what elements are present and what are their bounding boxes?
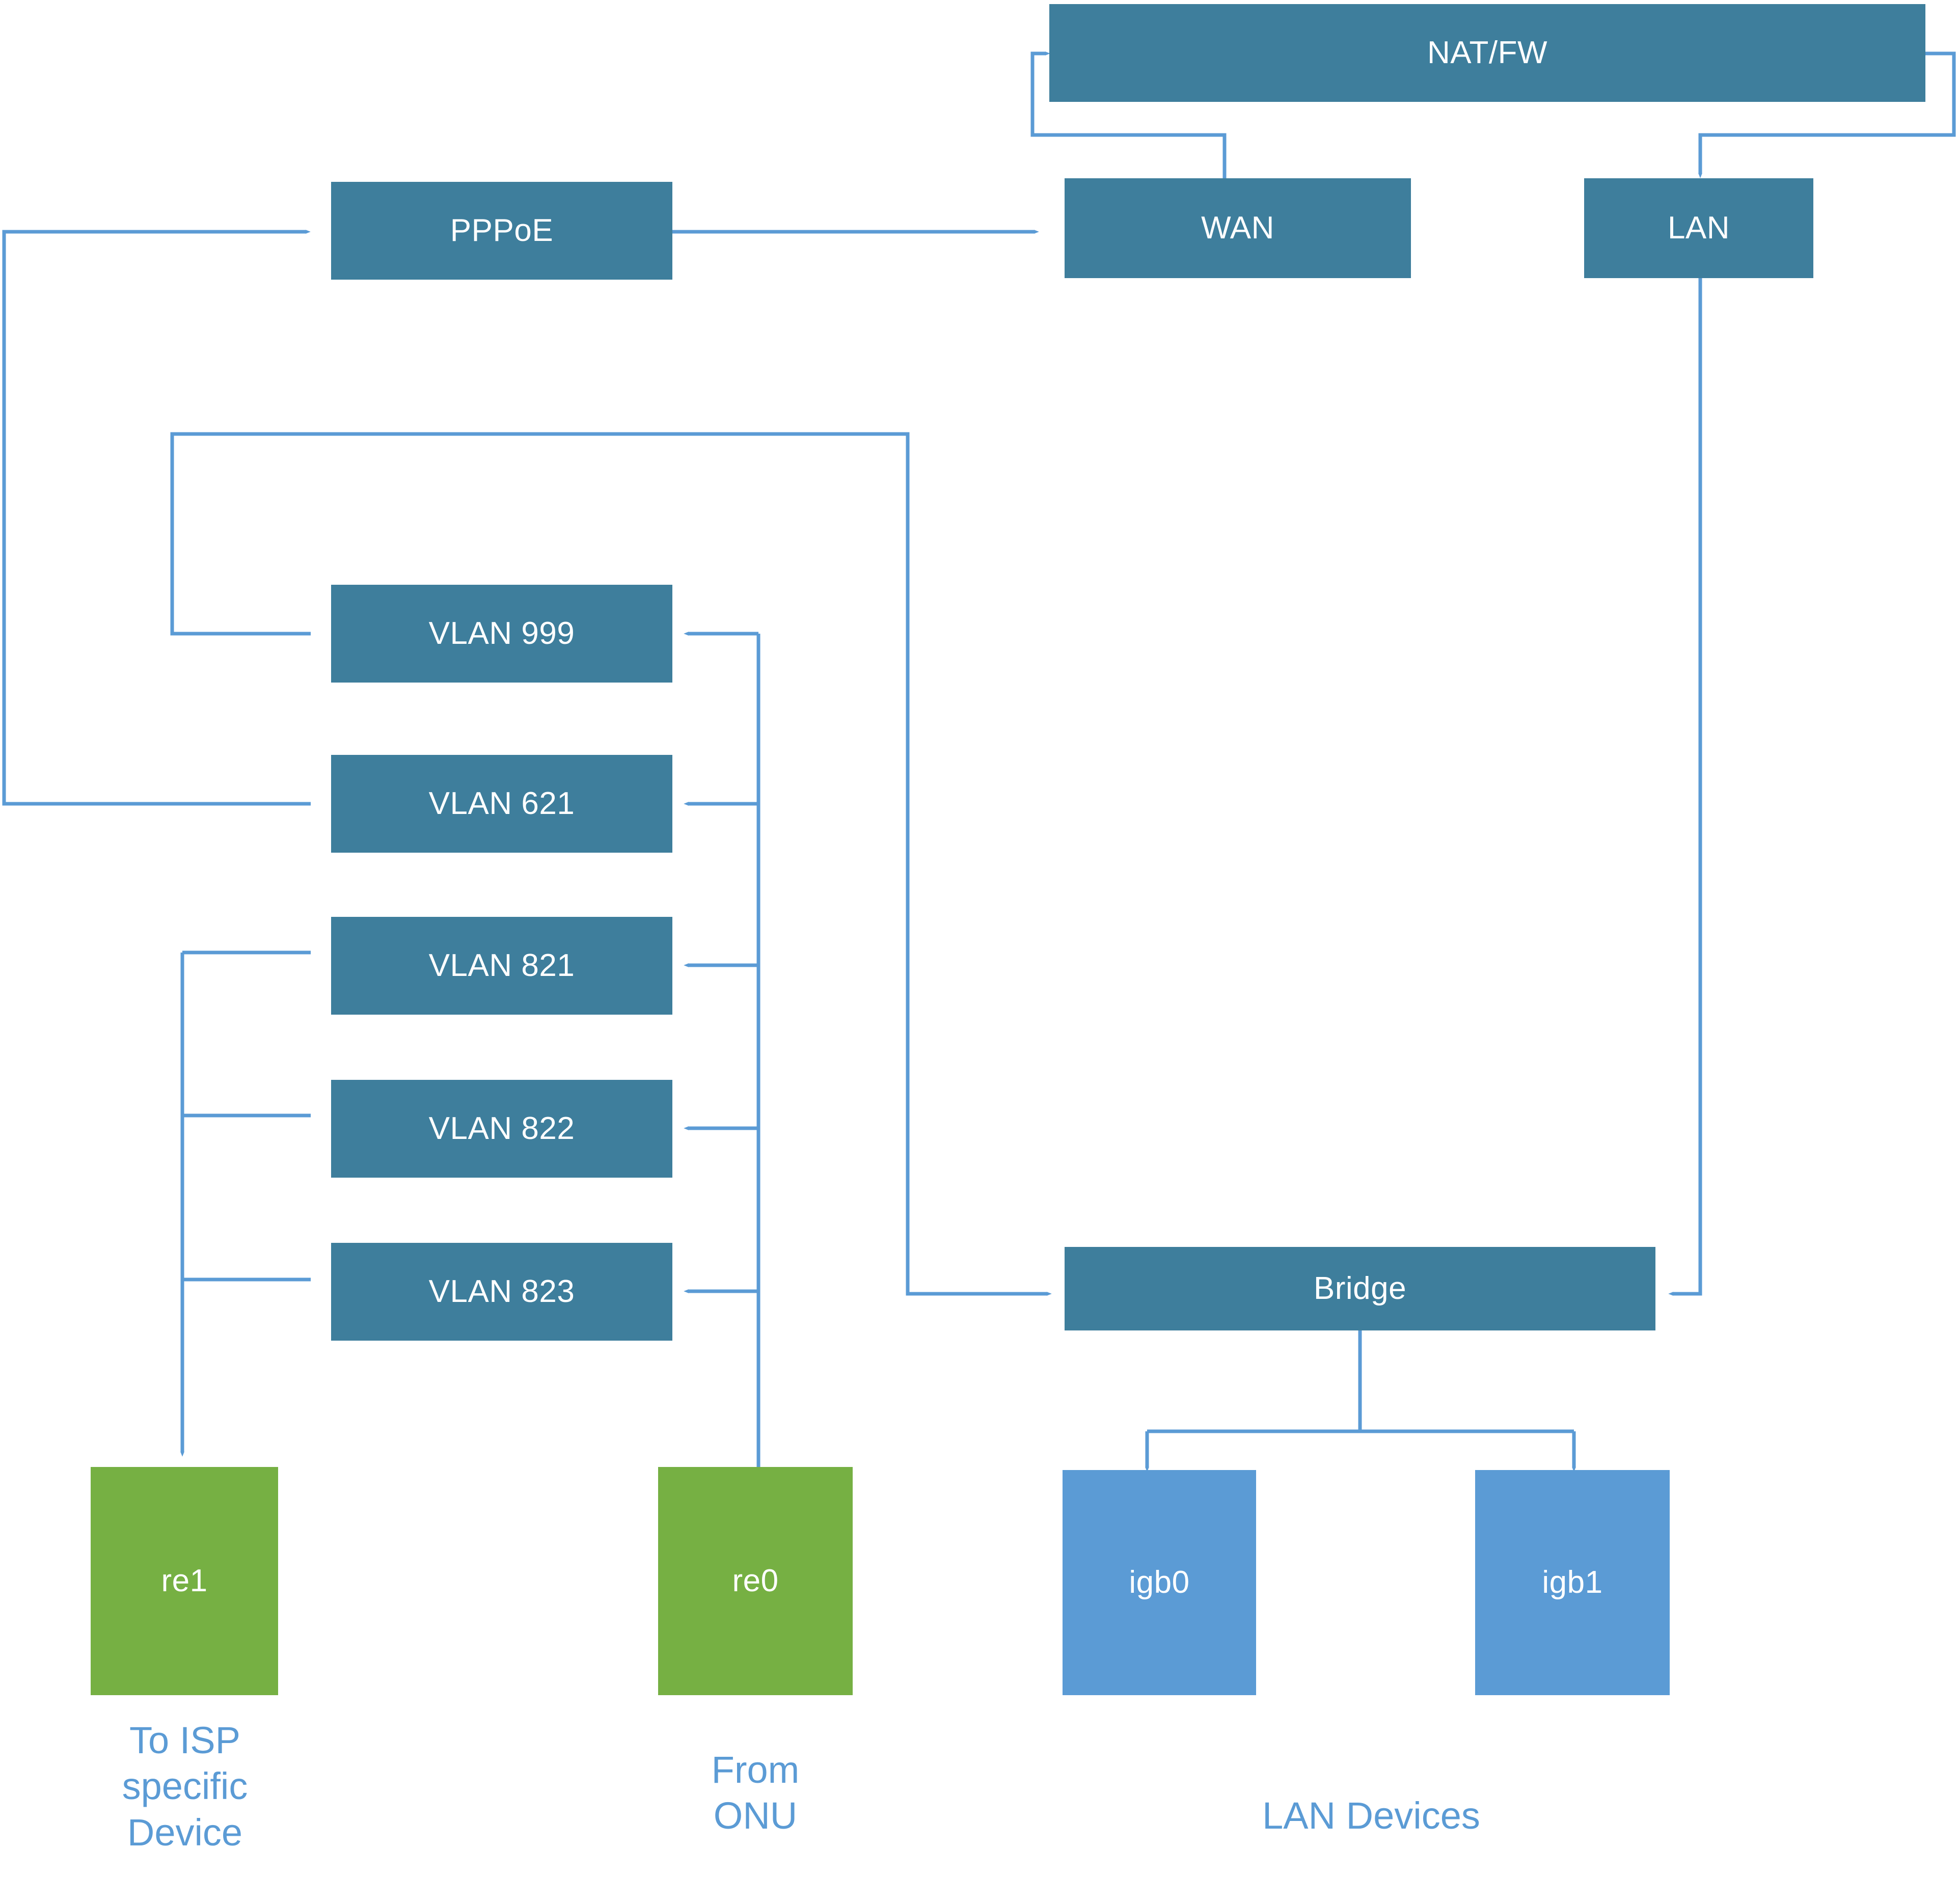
node-vlan822-label: VLAN 822 <box>428 1111 575 1147</box>
caption-lan-devices: LAN Devices <box>1262 1794 1480 1837</box>
caption-re0: From ONU <box>711 1749 800 1837</box>
node-vlan821[interactable]: VLAN 821 <box>331 917 672 1015</box>
node-lan-label: LAN <box>1667 210 1730 246</box>
node-bridge[interactable]: Bridge <box>1065 1247 1655 1330</box>
node-vlan823-label: VLAN 823 <box>428 1274 575 1310</box>
node-pppoe[interactable]: PPPoE <box>331 182 672 280</box>
node-vlan621-label: VLAN 621 <box>428 786 575 822</box>
node-vlan822[interactable]: VLAN 822 <box>331 1080 672 1178</box>
node-re1-label: re1 <box>161 1563 208 1599</box>
node-re1[interactable]: re1 <box>91 1467 278 1695</box>
node-natfw[interactable]: NAT/FW <box>1049 4 1925 102</box>
wire-lan-to-bridge <box>1668 278 1702 1296</box>
wire-vlan621-to-pppoe <box>2 230 311 806</box>
node-re0-label: re0 <box>732 1563 779 1599</box>
node-igb0[interactable]: igb0 <box>1063 1470 1256 1695</box>
caption-re1: To ISP specific Device <box>122 1719 248 1854</box>
node-vlan999-label: VLAN 999 <box>428 616 575 651</box>
node-igb0-label: igb0 <box>1129 1565 1190 1600</box>
node-lan[interactable]: LAN <box>1584 178 1813 278</box>
node-vlan821-label: VLAN 821 <box>428 948 575 984</box>
node-vlan999[interactable]: VLAN 999 <box>331 585 672 683</box>
node-pppoe-label: PPPoE <box>450 213 554 249</box>
node-wan-label: WAN <box>1201 210 1274 246</box>
node-vlan621[interactable]: VLAN 621 <box>331 755 672 853</box>
node-natfw-label: NAT/FW <box>1427 35 1547 71</box>
node-igb1[interactable]: igb1 <box>1475 1470 1670 1695</box>
node-vlan823[interactable]: VLAN 823 <box>331 1243 672 1341</box>
node-igb1-label: igb1 <box>1542 1565 1603 1600</box>
node-re0[interactable]: re0 <box>658 1467 853 1695</box>
node-wan[interactable]: WAN <box>1065 178 1411 278</box>
node-bridge-label: Bridge <box>1313 1271 1407 1307</box>
